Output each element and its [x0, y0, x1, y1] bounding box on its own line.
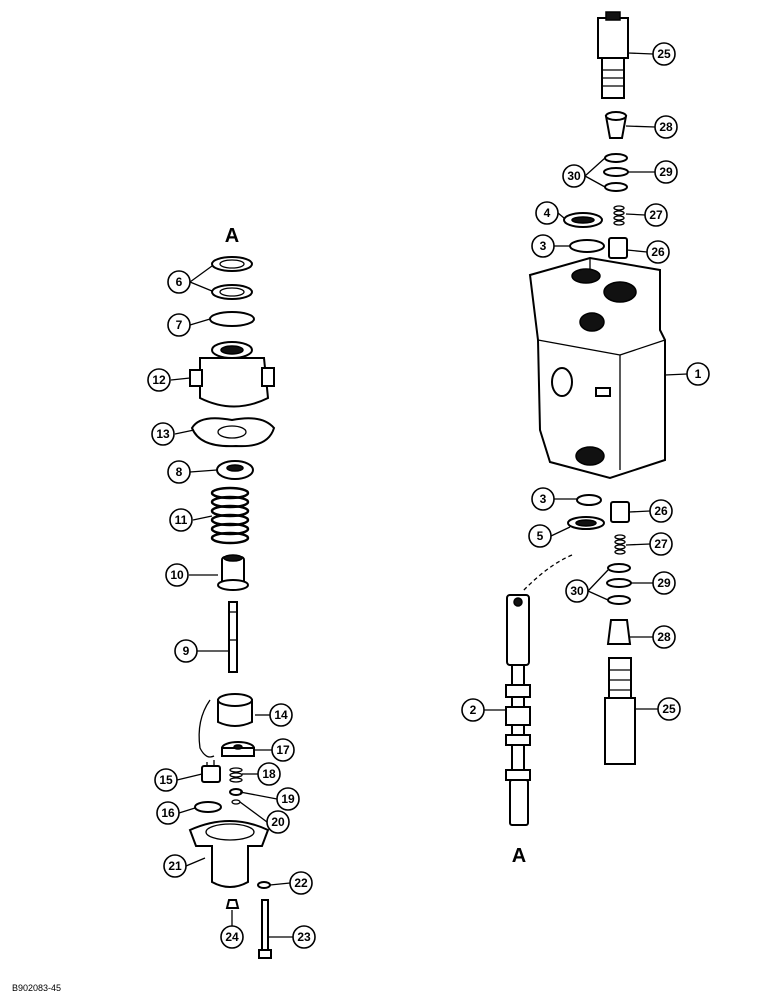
svg-text:17: 17: [276, 743, 290, 757]
callout-2: 2: [461, 698, 485, 722]
callout-30-bottom: 30: [565, 579, 589, 603]
callout-26-top: 26: [646, 240, 670, 264]
svg-text:20: 20: [271, 815, 285, 829]
svg-text:25: 25: [657, 47, 671, 61]
svg-text:18: 18: [262, 767, 276, 781]
callout-29-top: 29: [654, 160, 678, 184]
svg-text:27: 27: [654, 537, 668, 551]
ref-mark-a-top: A: [225, 225, 239, 247]
leader-lines: [170, 52, 688, 938]
callout-6: 6: [167, 270, 191, 294]
callout-13: 13: [151, 422, 175, 446]
svg-text:22: 22: [294, 876, 308, 890]
svg-text:19: 19: [281, 792, 295, 806]
callout-27-top: 27: [644, 203, 668, 227]
callout-3-bottom: 3: [531, 487, 555, 511]
callout-15: 15: [154, 768, 178, 792]
svg-text:21: 21: [168, 859, 182, 873]
callout-26-bottom: 26: [649, 499, 673, 523]
callout-20: 20: [266, 810, 290, 834]
svg-text:30: 30: [567, 169, 581, 183]
svg-text:14: 14: [274, 708, 288, 722]
svg-text:28: 28: [659, 120, 673, 134]
callout-22: 22: [289, 871, 313, 895]
svg-text:26: 26: [654, 504, 668, 518]
svg-text:12: 12: [152, 373, 166, 387]
svg-text:15: 15: [159, 773, 173, 787]
svg-text:28: 28: [657, 630, 671, 644]
callout-14: 14: [269, 703, 293, 727]
svg-text:6: 6: [176, 275, 183, 289]
callout-1: 1: [686, 362, 710, 386]
callout-19: 19: [276, 787, 300, 811]
callout-21: 21: [163, 854, 187, 878]
callout-4: 4: [535, 201, 559, 225]
svg-text:3: 3: [540, 492, 547, 506]
callout-17: 17: [271, 738, 295, 762]
svg-text:1: 1: [695, 367, 702, 381]
svg-text:29: 29: [659, 165, 673, 179]
callout-5: 5: [528, 524, 552, 548]
svg-text:30: 30: [570, 584, 584, 598]
svg-text:7: 7: [176, 318, 183, 332]
ref-mark-a-bottom: A: [512, 845, 526, 867]
callout-30-top: 30: [562, 164, 586, 188]
svg-text:9: 9: [183, 644, 190, 658]
svg-text:23: 23: [297, 930, 311, 944]
svg-text:26: 26: [651, 245, 665, 259]
callout-23: 23: [292, 925, 316, 949]
callout-9: 9: [174, 639, 198, 663]
callout-12: 12: [147, 368, 171, 392]
svg-text:4: 4: [544, 206, 551, 220]
callout-28-top: 28: [654, 115, 678, 139]
callout-29-bottom: 29: [652, 571, 676, 595]
callout-27-bottom: 27: [649, 532, 673, 556]
callout-8: 8: [167, 460, 191, 484]
svg-text:29: 29: [657, 576, 671, 590]
svg-text:8: 8: [176, 465, 183, 479]
svg-text:27: 27: [649, 208, 663, 222]
callout-28-bottom: 28: [652, 625, 676, 649]
callout-25-bottom: 25: [657, 697, 681, 721]
callout-25-top: 25: [652, 42, 676, 66]
svg-text:11: 11: [175, 513, 188, 527]
svg-text:10: 10: [170, 568, 184, 582]
callout-3-top: 3: [531, 234, 555, 258]
svg-text:2: 2: [470, 703, 477, 717]
callout-10: 10: [165, 563, 189, 587]
svg-text:3: 3: [540, 239, 547, 253]
callout-11: 11: [169, 508, 193, 532]
svg-text:25: 25: [662, 702, 676, 716]
svg-text:24: 24: [225, 930, 239, 944]
callout-7: 7: [167, 313, 191, 337]
right-assembly-parts: [505, 11, 666, 826]
callout-16: 16: [156, 801, 180, 825]
figure-id: B902083-45: [12, 983, 61, 993]
left-assembly-parts: [188, 256, 276, 959]
svg-text:16: 16: [161, 806, 175, 820]
callout-24: 24: [220, 925, 244, 949]
svg-text:5: 5: [537, 529, 544, 543]
svg-text:13: 13: [156, 427, 170, 441]
callout-18: 18: [257, 762, 281, 786]
